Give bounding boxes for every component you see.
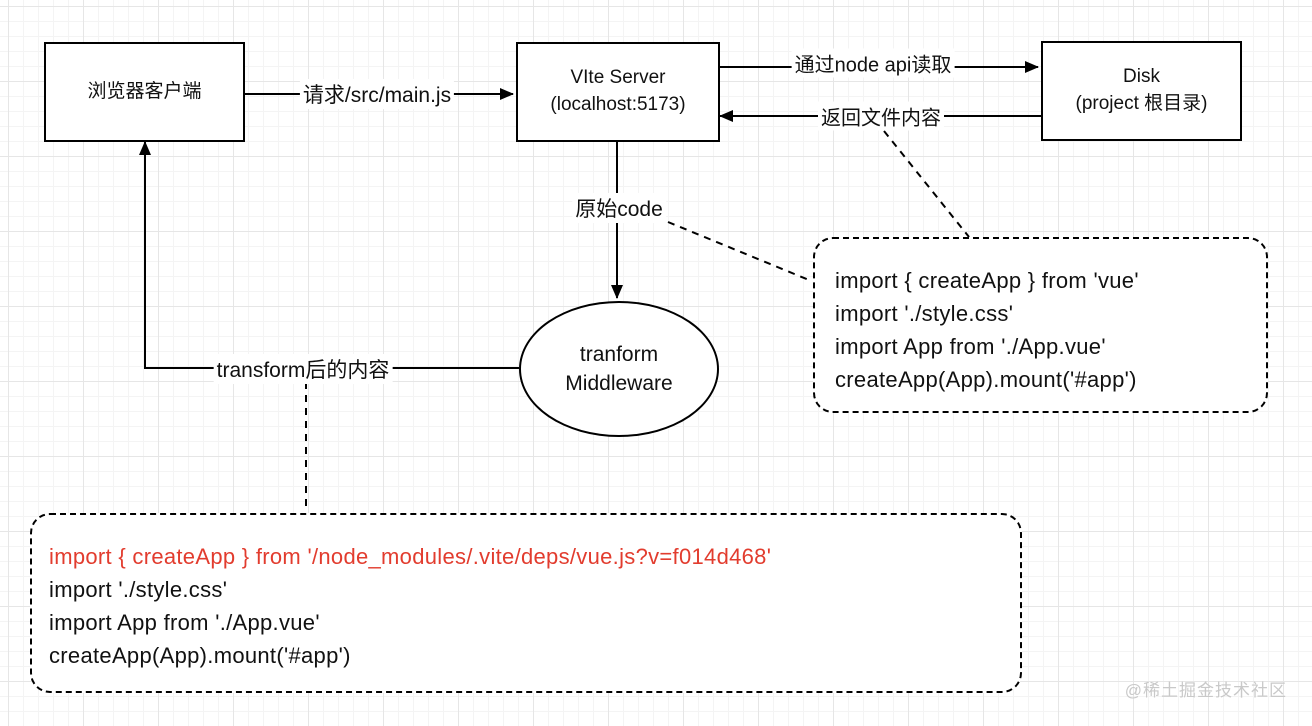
edge-label-return-file: 返回文件内容 xyxy=(818,101,944,131)
source-code-line: import App from './App.vue' xyxy=(835,334,1106,359)
vite-server-label: VIte Server (localhost:5173) xyxy=(550,65,685,118)
middleware-line2: Middleware xyxy=(565,372,673,395)
browser-client-label: 浏览器客户端 xyxy=(87,80,202,102)
transformed-code-line: import App from './App.vue' xyxy=(49,610,320,635)
disk-name: Disk xyxy=(1123,66,1160,88)
transformed-code-line: import './style.css' xyxy=(49,577,228,602)
edge-label-read-via-node: 通过node api读取 xyxy=(791,48,955,78)
connector-returnfile-to-codebox xyxy=(883,130,970,238)
edge-transformed-arrow xyxy=(139,141,519,369)
disk-label: Disk (project 根目录) xyxy=(1076,64,1208,117)
transformed-code-line-red: import { createApp } from '/node_modules… xyxy=(49,544,772,569)
watermark: @稀土掘金技术社区 xyxy=(1124,681,1287,700)
node-transform-middleware: tranform Middleware xyxy=(519,301,719,437)
edge-label-transformed: transform后的内容 xyxy=(213,354,393,384)
codebox-transformed: import { createApp } from '/node_modules… xyxy=(30,513,1022,693)
node-vite-server: VIte Server (localhost:5173) xyxy=(516,42,720,142)
transformed-code-line: createApp(App).mount('#app') xyxy=(49,643,351,668)
edge-label-request: 请求/src/main.js xyxy=(299,79,455,109)
edge-label-raw-code: 原始code xyxy=(572,193,666,223)
node-disk: Disk (project 根目录) xyxy=(1041,41,1242,141)
transform-middleware-label: tranform Middleware xyxy=(565,340,672,399)
node-browser-client: 浏览器客户端 xyxy=(44,42,245,142)
disk-root-dir: (project 根目录) xyxy=(1075,93,1208,114)
middleware-line1: tranform xyxy=(579,342,659,366)
source-code-line: createApp(App).mount('#app') xyxy=(835,367,1137,392)
connector-rawcode-to-codebox xyxy=(667,221,810,281)
codebox-source: import { createApp } from 'vue' import '… xyxy=(813,237,1268,413)
source-code-line: import { createApp } from 'vue' xyxy=(835,268,1139,293)
source-code-line: import './style.css' xyxy=(835,301,1014,326)
vite-server-name: VIte Server xyxy=(570,67,666,89)
vite-server-host: (localhost:5173) xyxy=(550,94,686,115)
